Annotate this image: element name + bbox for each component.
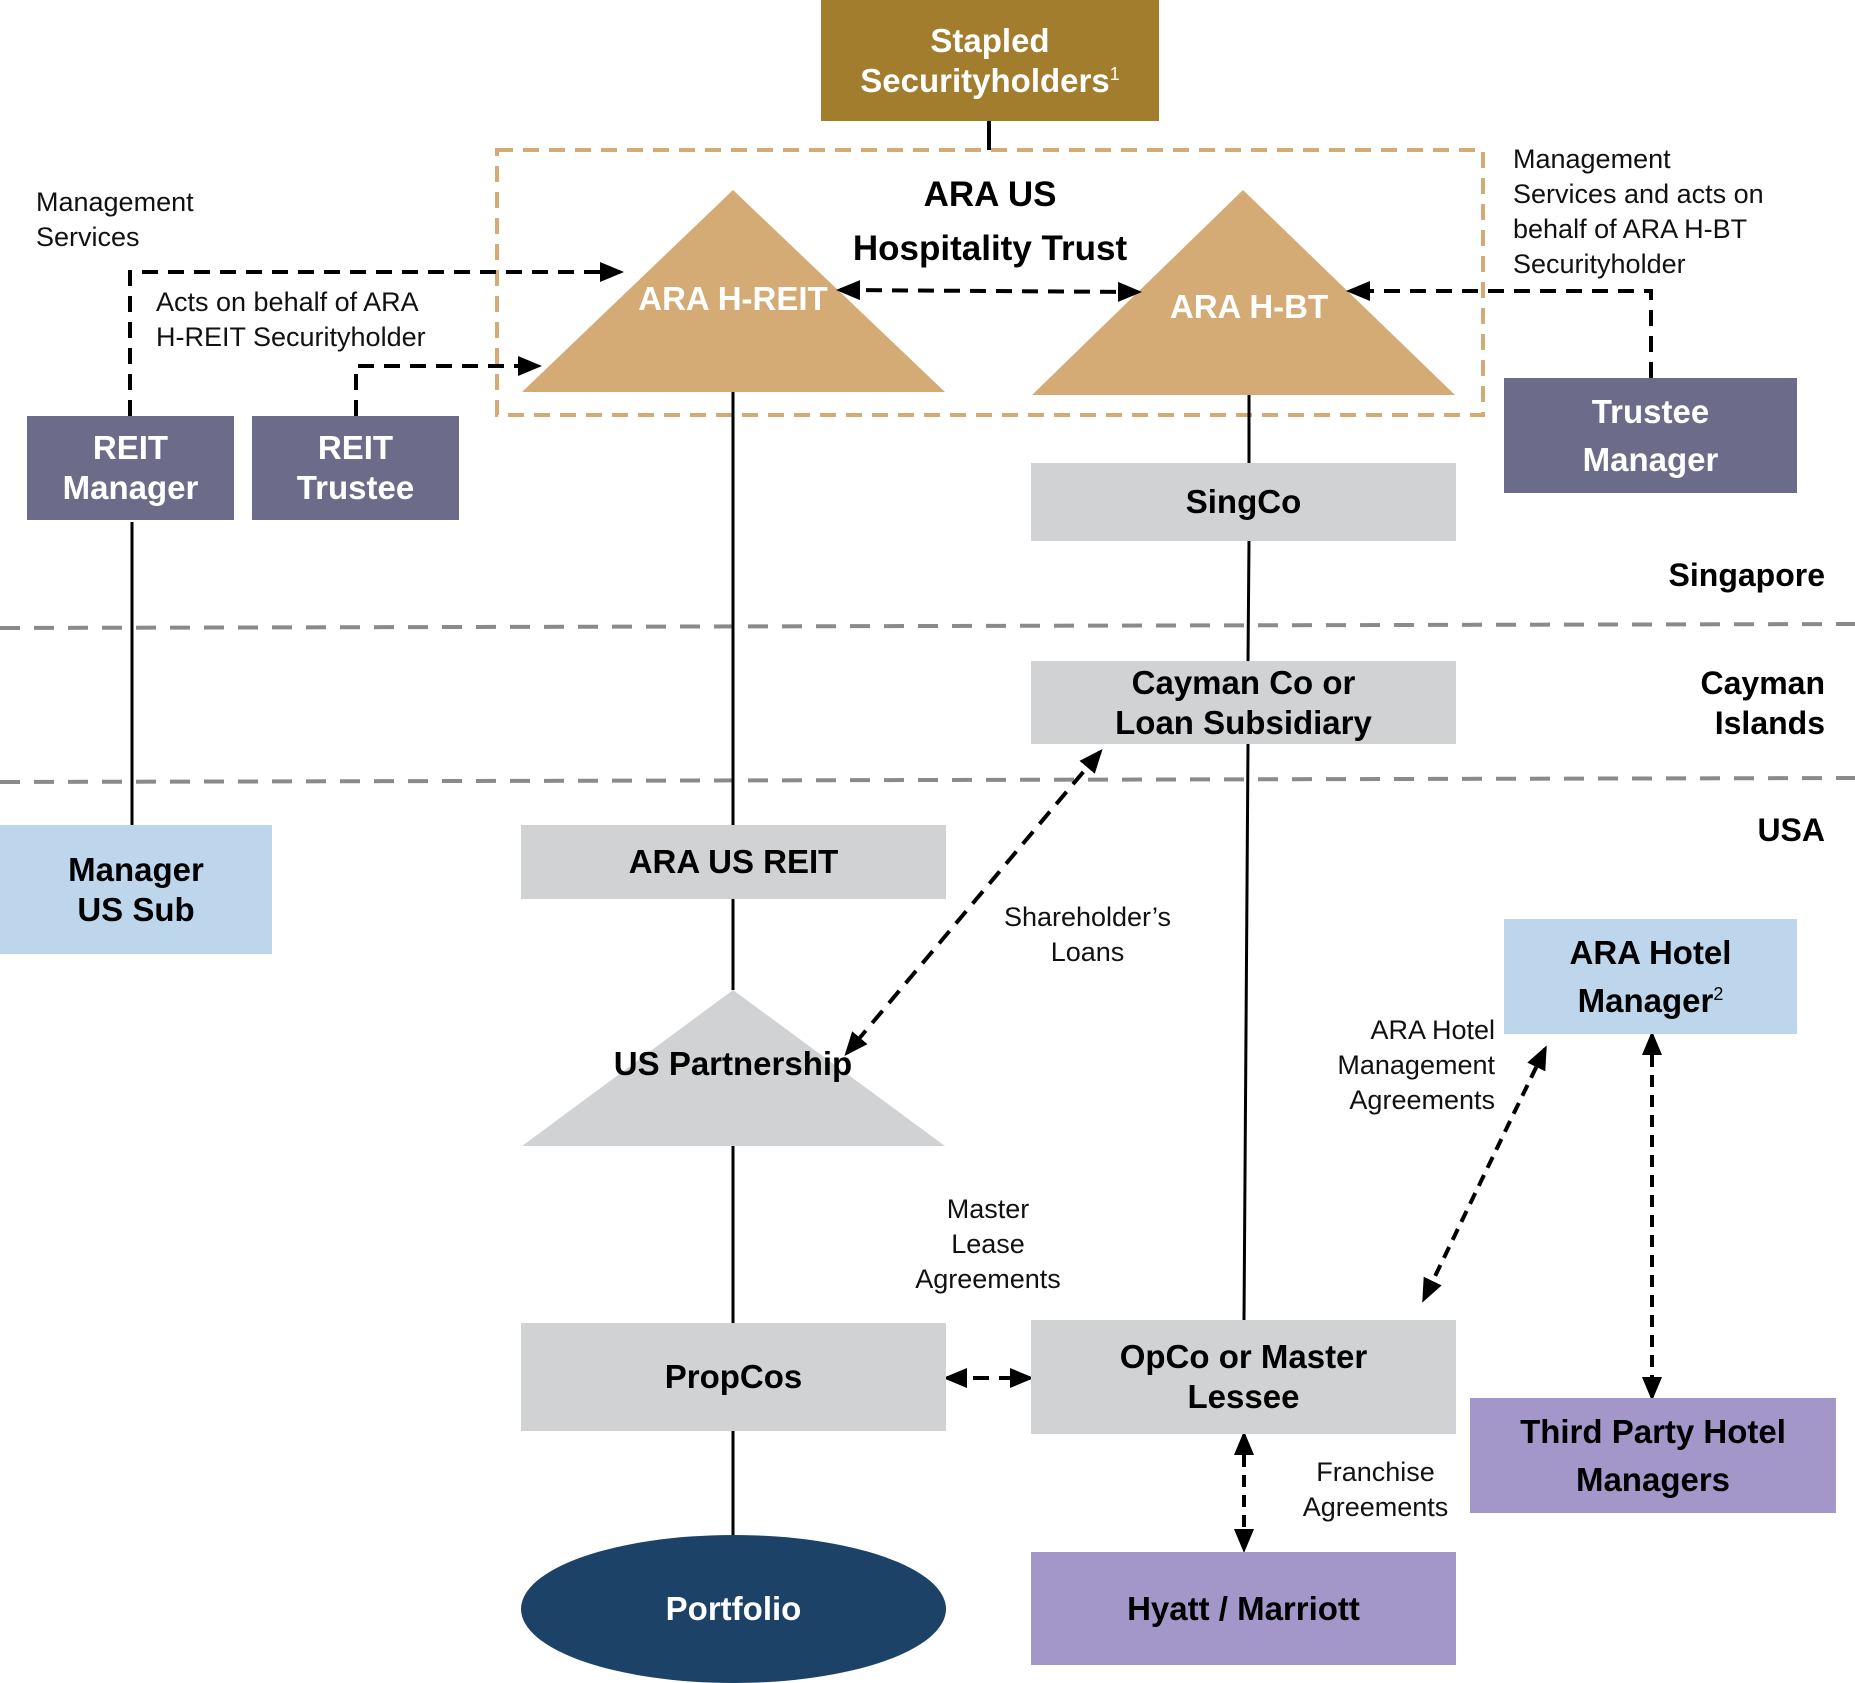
- node-hyatt-marriott[interactable]: Hyatt / Marriott: [1031, 1552, 1456, 1665]
- footnote-2: 2: [1713, 983, 1724, 1004]
- opco-line-2: Lessee: [1187, 1378, 1300, 1415]
- stapled-trust-border: [495, 148, 1485, 417]
- note-line: Agreements: [1349, 1085, 1495, 1115]
- third-party-line-2: Managers: [1575, 1460, 1731, 1498]
- h-reit-line-2: H-REIT: [717, 280, 828, 317]
- divider-cayman-usa: [0, 776, 1855, 784]
- node-stapled-securityholders[interactable]: Stapled Securityholders1: [821, 0, 1159, 121]
- region-label: USA: [1757, 812, 1825, 848]
- h-reit-triangle: [522, 190, 945, 392]
- node-ara-h-reit[interactable]: ARA H-REIT: [633, 279, 833, 319]
- h-bt-line-1: ARA: [1169, 288, 1241, 325]
- ara-hotel-manager-line-2: Manager2: [1570, 977, 1732, 1025]
- node-portfolio[interactable]: Portfolio: [521, 1535, 946, 1683]
- us-partnership-triangle: [522, 990, 945, 1146]
- portfolio-label: Portfolio: [665, 1590, 802, 1627]
- manager-us-sub-line-1: Manager: [68, 850, 204, 888]
- note-line: Securityholder: [1513, 249, 1686, 279]
- arrow-hotel-mgmt-agreements: [1422, 1045, 1547, 1303]
- propcos-label: PropCos: [664, 1358, 803, 1395]
- region-usa: USA: [1757, 810, 1825, 850]
- reit-manager-line-1: REIT: [92, 429, 169, 466]
- arrow-trustee-manager-to-h-bt: [1346, 281, 1653, 378]
- h-bt-triangle: [1032, 190, 1455, 395]
- node-third-party-hotel-managers[interactable]: Third Party Hotel Managers: [1470, 1398, 1836, 1513]
- note-line: Lease: [951, 1229, 1025, 1259]
- node-ara-hotel-manager[interactable]: ARA Hotel Manager2: [1504, 919, 1797, 1034]
- line-singco-to-cayman: [1246, 540, 1251, 662]
- manager-us-sub-line-2: US Sub: [77, 890, 195, 928]
- stapled-line-1: Stapled: [930, 21, 1050, 59]
- singco-label: SingCo: [1185, 483, 1302, 520]
- note-shareholders-loans: Shareholder’s Loans: [985, 900, 1190, 970]
- footnote-1: 1: [1109, 63, 1120, 84]
- opco-line-1: OpCo or Master: [1119, 1338, 1368, 1375]
- arrow-h-reit-h-bt: [836, 280, 1142, 302]
- node-ara-us-reit[interactable]: ARA US REIT: [521, 825, 946, 899]
- cayman-line-1: Cayman Co or: [1131, 663, 1356, 701]
- note-franchise-agreements: Franchise Agreements: [1283, 1455, 1468, 1525]
- note-acts-on-behalf-h-reit: Acts on behalf of ARA H-REIT Securityhol…: [156, 285, 426, 355]
- arrow-shareholders-loans: [844, 748, 1103, 1057]
- h-reit-line-1: ARA: [638, 280, 709, 317]
- note-line: Management: [1513, 144, 1671, 174]
- diagram-title: ARA US Hospitality Trust: [780, 168, 1200, 276]
- arrow-reit-trustee-to-h-reit: [354, 356, 542, 416]
- region-label: Islands: [1714, 705, 1825, 741]
- ara-hotel-manager-line-1: ARA Hotel: [1569, 933, 1732, 971]
- arrow-reit-manager-to-h-reit: [128, 262, 624, 416]
- reit-trustee-line-1: REIT: [317, 429, 394, 466]
- node-reit-manager[interactable]: REIT Manager: [27, 416, 234, 520]
- note-line: Master: [946, 1194, 1030, 1224]
- note-management-services-left: Management Services: [36, 185, 194, 255]
- node-reit-trustee[interactable]: REIT Trustee: [252, 416, 459, 520]
- h-bt-line-2: H-BT: [1249, 288, 1329, 325]
- note-line: Agreements: [915, 1264, 1061, 1294]
- note-line: H-REIT Securityholder: [156, 322, 426, 352]
- trustee-manager-line-2: Manager: [1582, 440, 1719, 478]
- note-line: Services: [36, 222, 140, 252]
- third-party-line-1: Third Party Hotel: [1520, 1412, 1786, 1450]
- us-partnership-line-1: US: [613, 1045, 660, 1082]
- note-line: Loans: [1050, 937, 1125, 967]
- stapled-line-2-text: Securityholders: [860, 61, 1110, 99]
- node-opco-master-lessee[interactable]: OpCo or Master Lessee: [1031, 1320, 1456, 1434]
- title-line-1: ARA US: [923, 175, 1057, 214]
- region-label: Singapore: [1668, 557, 1825, 593]
- note-line: Services and acts on: [1513, 179, 1764, 209]
- divider-singapore-cayman: [0, 622, 1855, 630]
- reit-trustee-line-2: Trustee: [296, 469, 415, 506]
- trustee-manager-line-1: Trustee: [1591, 392, 1710, 430]
- note-line: Management: [36, 187, 194, 217]
- note-line: behalf of ARA H-BT: [1513, 214, 1748, 244]
- line-cayman-to-opco: [1242, 743, 1250, 1321]
- note-line: Management: [1337, 1050, 1495, 1080]
- node-us-partnership[interactable]: US Partnership: [583, 1044, 883, 1084]
- title-line-2: Hospitality Trust: [852, 229, 1128, 268]
- ara-us-reit-label: ARA US REIT: [628, 843, 839, 880]
- note-management-services-right: Management Services and acts on behalf o…: [1513, 142, 1764, 282]
- reit-manager-line-2: Manager: [62, 469, 199, 506]
- node-ara-h-bt[interactable]: ARA H-BT: [1149, 287, 1349, 327]
- node-singco[interactable]: SingCo: [1031, 463, 1456, 541]
- node-cayman-co[interactable]: Cayman Co or Loan Subsidiary: [1031, 661, 1456, 744]
- note-line: Agreements: [1302, 1492, 1449, 1522]
- node-manager-us-sub[interactable]: Manager US Sub: [0, 825, 272, 954]
- us-partnership-line-2: Partnership: [668, 1045, 853, 1082]
- region-label: Cayman: [1700, 665, 1826, 701]
- hyatt-marriott-label: Hyatt / Marriott: [1127, 1589, 1360, 1627]
- node-trustee-manager[interactable]: Trustee Manager: [1504, 378, 1797, 493]
- note-line: Shareholder’s: [1003, 902, 1172, 932]
- note-master-lease-agreements: Master Lease Agreements: [888, 1192, 1088, 1297]
- note-line: Acts on behalf of ARA: [156, 287, 419, 317]
- note-hotel-management-agreements: ARA Hotel Management Agreements: [1290, 1013, 1495, 1118]
- region-singapore: Singapore: [1669, 555, 1825, 595]
- cayman-line-2: Loan Subsidiary: [1115, 703, 1372, 741]
- note-line: Franchise: [1316, 1457, 1435, 1487]
- region-cayman-islands: Cayman Islands: [1701, 663, 1826, 743]
- stapled-line-2: Securityholders1: [860, 61, 1119, 101]
- note-line: ARA Hotel: [1370, 1015, 1495, 1045]
- ara-hotel-manager-line-2-text: Manager: [1577, 981, 1714, 1019]
- node-propcos[interactable]: PropCos: [521, 1323, 946, 1431]
